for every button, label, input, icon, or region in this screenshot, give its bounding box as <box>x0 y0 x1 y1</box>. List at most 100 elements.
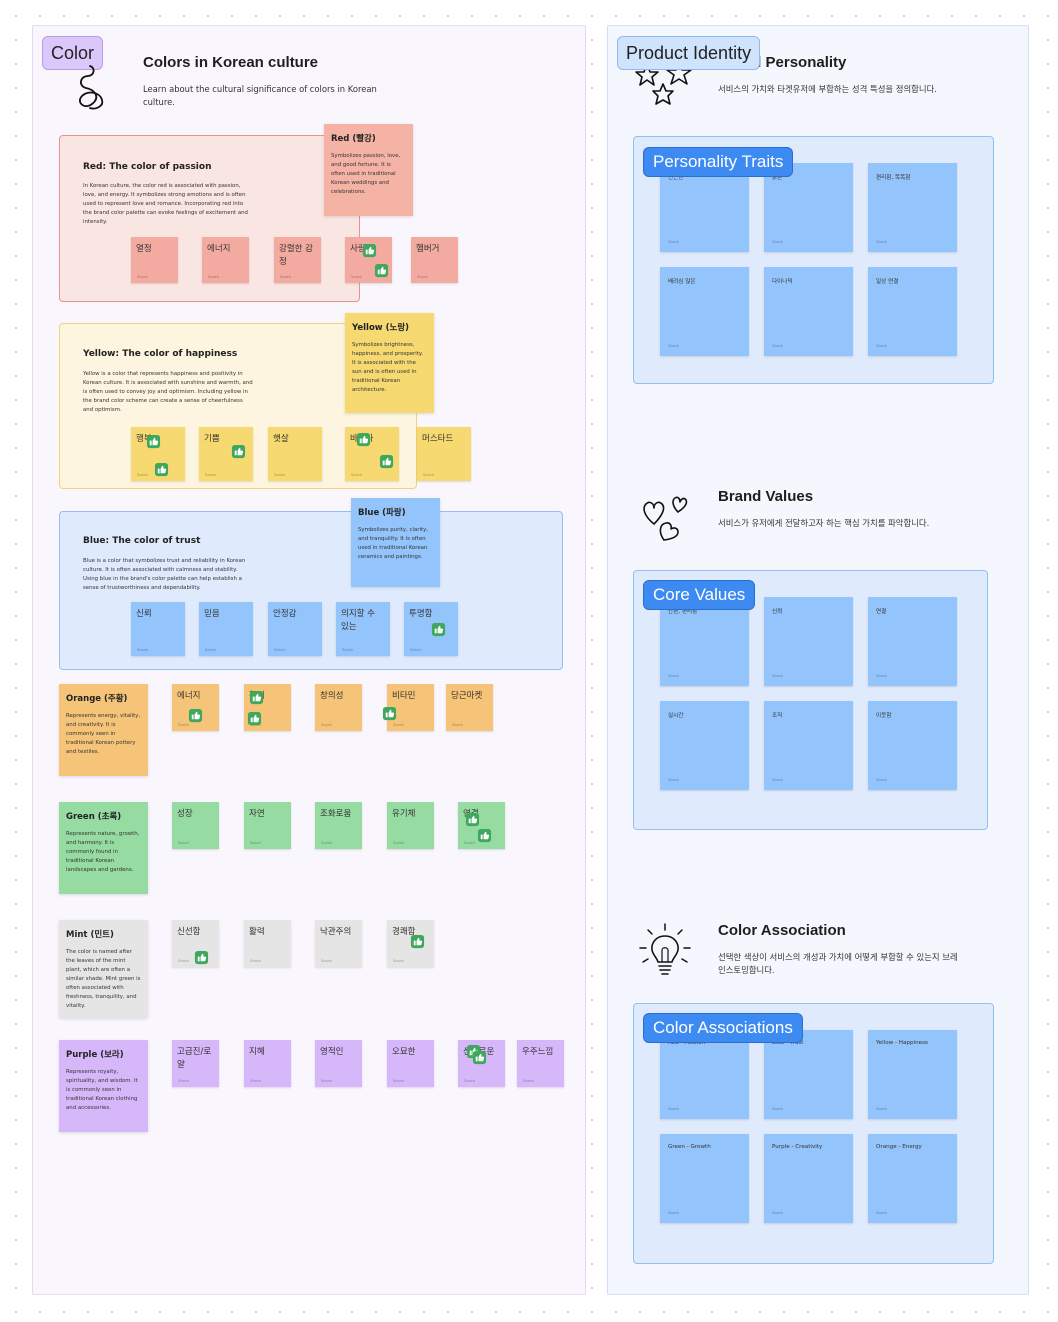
sticky-note-author: Sarah <box>178 840 190 845</box>
yellow-color-note[interactable]: Yellow (노랑) Symbolizes brightness, happi… <box>345 313 434 413</box>
sticky-note-author: Sarah <box>393 840 405 845</box>
value-note-text: 연결 <box>876 609 887 615</box>
core-values-tag[interactable]: Core Values <box>643 580 756 610</box>
sticky-note-author: Sarah <box>208 274 220 279</box>
product-identity-tag[interactable]: Product Identity <box>617 36 761 70</box>
thumbs-up-icon[interactable] <box>356 432 371 447</box>
color-associations-tag[interactable]: Color Associations <box>643 1013 803 1043</box>
thumbs-up-icon[interactable] <box>247 711 262 726</box>
thumbs-up-icon[interactable] <box>231 444 246 459</box>
color-section-tag[interactable]: Color <box>42 36 104 70</box>
sticky-note-author: Sarah <box>205 472 217 477</box>
red-color-note[interactable]: Red (빨강) Symbolizes passion, love, and g… <box>324 124 413 216</box>
sticky-note[interactable]: 성장 Sarah <box>172 802 219 849</box>
thumbs-up-icon[interactable] <box>188 708 203 723</box>
sticky-note-text: 낙관주의 <box>320 927 352 937</box>
sticky-note-text: 머스타드 <box>422 434 454 444</box>
purple-note-title: Purple (보라) <box>66 1050 124 1060</box>
thumbs-up-icon[interactable] <box>154 462 169 477</box>
personality-note-author: Sarah <box>876 343 888 348</box>
sticky-note-author: Sarah <box>464 1078 476 1083</box>
orange-color-note[interactable]: Orange (주황) Represents energy, vitality,… <box>59 684 148 776</box>
association-note-text: Green - Growth <box>668 1144 711 1150</box>
sticky-note[interactable]: 머스타드 Sarah <box>417 427 471 481</box>
thumbs-up-icon[interactable] <box>410 934 425 949</box>
mint-color-note[interactable]: Mint (민트) The color is named after the l… <box>59 920 148 1018</box>
thumbs-up-icon[interactable] <box>362 243 377 258</box>
association-note-author: Sarah <box>668 1210 680 1215</box>
sticky-note-text: 당근마켓 <box>451 691 483 701</box>
value-note-author: Sarah <box>668 673 680 678</box>
sticky-note-author: Sarah <box>423 472 435 477</box>
thumbs-up-icon[interactable] <box>146 434 161 449</box>
thumbs-up-icon[interactable] <box>465 812 480 827</box>
blue-color-note[interactable]: Blue (파랑) Symbolizes purity, clarity, an… <box>351 498 440 587</box>
thumbs-up-icon[interactable] <box>379 454 394 469</box>
sticky-note-author: Sarah <box>417 274 429 279</box>
value-note-text: 신뢰 <box>772 609 783 615</box>
sticky-note-author: Sarah <box>393 1078 405 1083</box>
thumbs-up-icon[interactable] <box>477 828 492 843</box>
thumbs-up-icon[interactable] <box>374 263 389 278</box>
color-section-title: Colors in Korean culture <box>143 54 319 71</box>
thumbs-up-icon[interactable] <box>431 622 446 637</box>
yellow-frame-description: Yellow is a color that represents happin… <box>83 371 253 413</box>
thumbs-up-icon[interactable] <box>382 706 397 721</box>
sticky-note-text: 성장 <box>177 809 193 819</box>
personality-traits-tag[interactable]: Personality Traits <box>643 147 794 177</box>
sticky-note-author: Sarah <box>523 1078 535 1083</box>
personality-note-author: Sarah <box>668 239 680 244</box>
sticky-note-author: Sarah <box>274 647 286 652</box>
sticky-note-author: Sarah <box>321 840 333 845</box>
thumbs-up-icon[interactable] <box>472 1050 487 1065</box>
sticky-note-text: 영적인 <box>320 1047 344 1057</box>
personality-note-text: 배려심 많은 <box>668 279 696 285</box>
purple-color-note[interactable]: Purple (보라) Represents royalty, spiritua… <box>59 1040 148 1132</box>
green-color-note[interactable]: Green (초록) Represents nature, growth, an… <box>59 802 148 894</box>
thumbs-up-icon[interactable] <box>194 950 209 965</box>
thumbs-up-icon[interactable] <box>249 690 264 705</box>
